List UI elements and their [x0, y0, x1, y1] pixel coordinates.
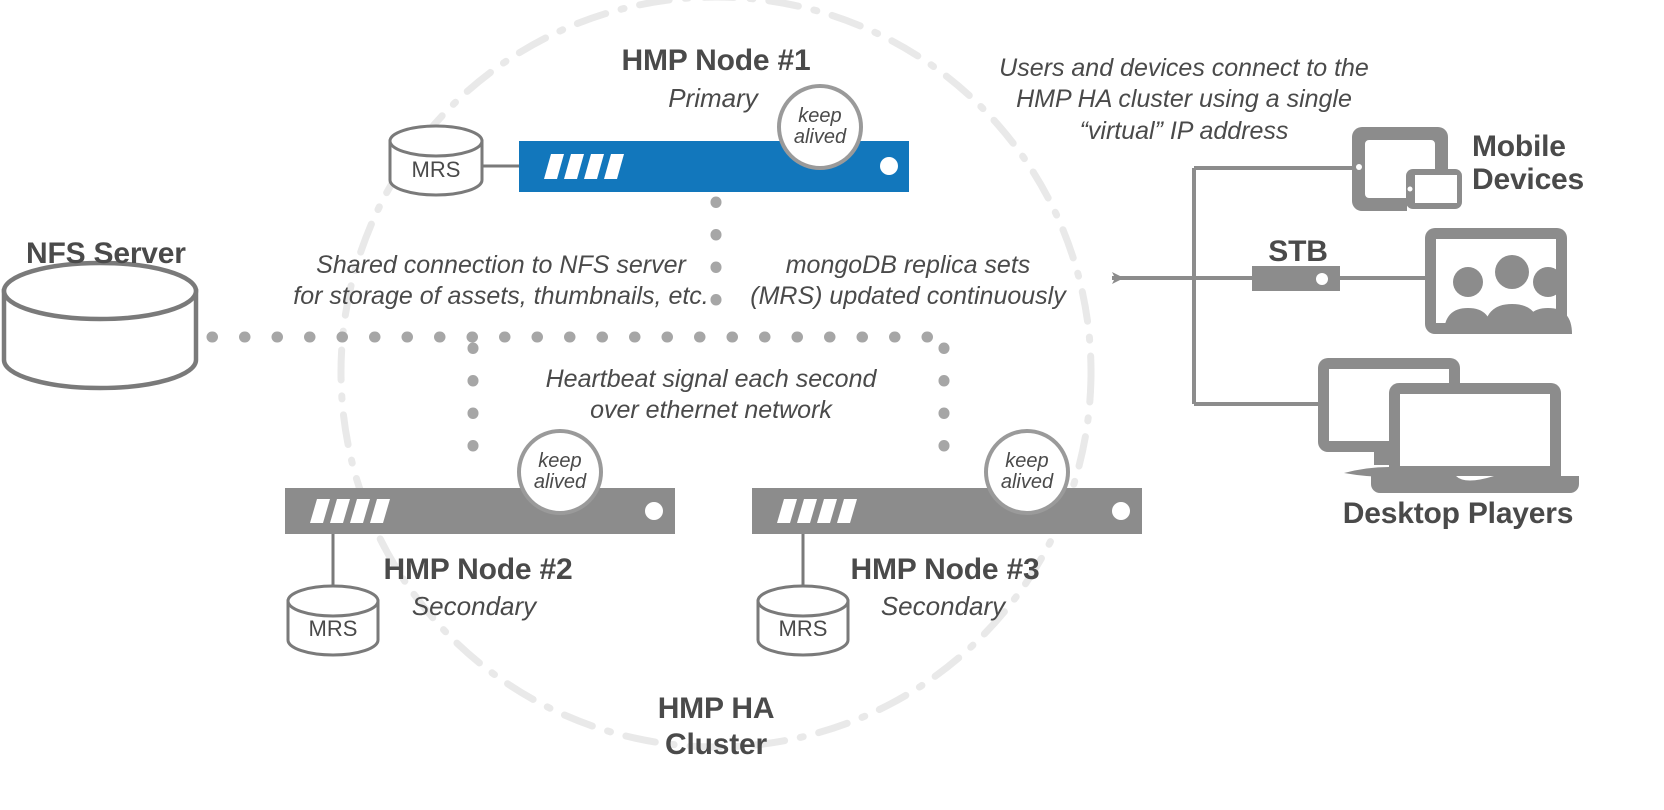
desktop-players-icon — [1318, 358, 1579, 493]
node3-keepalived-line1: keep — [1005, 450, 1049, 472]
nfs-shared-note-line1: Shared connection to NFS server — [316, 251, 686, 279]
hmp-node-3-role: Secondary — [880, 591, 1006, 621]
heartbeat-note-line2: over ethernet network — [590, 396, 832, 425]
node1-mrs-cylinder — [388, 124, 484, 197]
node1-keepalived-label: keep alived — [794, 106, 846, 148]
node2-keepalived-line2: alived — [533, 471, 587, 493]
heartbeat-note-line1: Heartbeat signal each second — [545, 365, 877, 393]
node3-mrs-cylinder — [756, 584, 850, 657]
cluster-label-line2: Cluster — [665, 728, 767, 761]
virtual-ip-note-line3: “virtual” IP address — [1079, 116, 1289, 145]
hmp-node-1-role: Primary — [668, 83, 758, 113]
node2-keepalived-label: keep alived — [534, 451, 586, 493]
node2-keepalived-badge — [517, 429, 603, 515]
stb-led — [1316, 273, 1328, 285]
hmp-node-1-title: HMP Node #1 — [621, 44, 811, 77]
hmp-node-3-group — [752, 429, 1142, 657]
heartbeat-note: Heartbeat signal each second over ethern… — [546, 364, 877, 427]
node3-vent-slashes — [777, 499, 857, 523]
node1-mrs-label: MRS — [411, 157, 461, 182]
node2-mrs-label: MRS — [308, 616, 358, 641]
mobile-devices-label: Mobile Devices — [1472, 130, 1584, 196]
node1-keepalived-badge — [777, 84, 863, 170]
mobile-devices-icon — [1352, 127, 1462, 211]
mobile-devices-label-line1: Mobile — [1472, 130, 1566, 163]
virtual-ip-note-line1: Users and devices connect to the — [999, 54, 1369, 82]
tv-viewers-icon — [1425, 228, 1572, 334]
node2-keepalived-line1: keep — [538, 450, 582, 472]
mongo-replica-note-line1: mongoDB replica sets — [785, 251, 1031, 279]
desktop-players-label: Desktop Players — [1342, 497, 1574, 530]
cluster-label-line1: HMP HA — [657, 692, 775, 725]
nfs-server-cylinder — [1, 260, 199, 391]
mobile-devices-label-line2: Devices — [1472, 163, 1585, 196]
hmp-node-2-title: HMP Node #2 — [383, 553, 573, 586]
virtual-ip-note: Users and devices connect to the HMP HA … — [999, 53, 1369, 147]
node2-chassis — [285, 488, 675, 534]
node3-keepalived-badge — [984, 429, 1070, 515]
virtual-ip-connector-lines — [1112, 166, 1425, 406]
mongo-replica-note: mongoDB replica sets (MRS) updated conti… — [750, 250, 1065, 313]
nfs-shared-note: Shared connection to NFS server for stor… — [293, 250, 708, 313]
virtual-ip-note-line2: HMP HA cluster using a single — [1016, 85, 1352, 114]
node1-keepalived-line1: keep — [798, 105, 842, 127]
mongo-replica-note-line2: (MRS) updated continuously — [750, 282, 1066, 311]
node3-mrs-label: MRS — [778, 616, 828, 641]
hmp-node-2-role: Secondary — [411, 591, 537, 621]
cluster-boundary-circle — [337, 0, 1095, 751]
node2-mrs-cylinder — [286, 584, 380, 657]
node1-vent-slashes — [544, 154, 624, 179]
node1-status-led — [880, 157, 898, 175]
node3-chassis — [752, 488, 1142, 534]
hmp-node-3-title: HMP Node #3 — [850, 553, 1040, 586]
node2-status-led — [645, 502, 663, 520]
node3-keepalived-label: keep alived — [1001, 451, 1053, 493]
hmp-node-1-group — [388, 84, 909, 197]
stb-label: STB — [1268, 235, 1328, 268]
node2-vent-slashes — [310, 499, 390, 523]
nfs-shared-note-line2: for storage of assets, thumbnails, etc. — [293, 282, 709, 311]
node3-status-led — [1112, 502, 1130, 520]
node1-keepalived-line2: alived — [793, 126, 847, 148]
nfs-server-title: NFS Server — [26, 237, 186, 270]
hmp-node-2-group — [285, 429, 675, 657]
cluster-label: HMP HA Cluster — [658, 691, 775, 763]
node3-keepalived-line2: alived — [1000, 471, 1054, 493]
